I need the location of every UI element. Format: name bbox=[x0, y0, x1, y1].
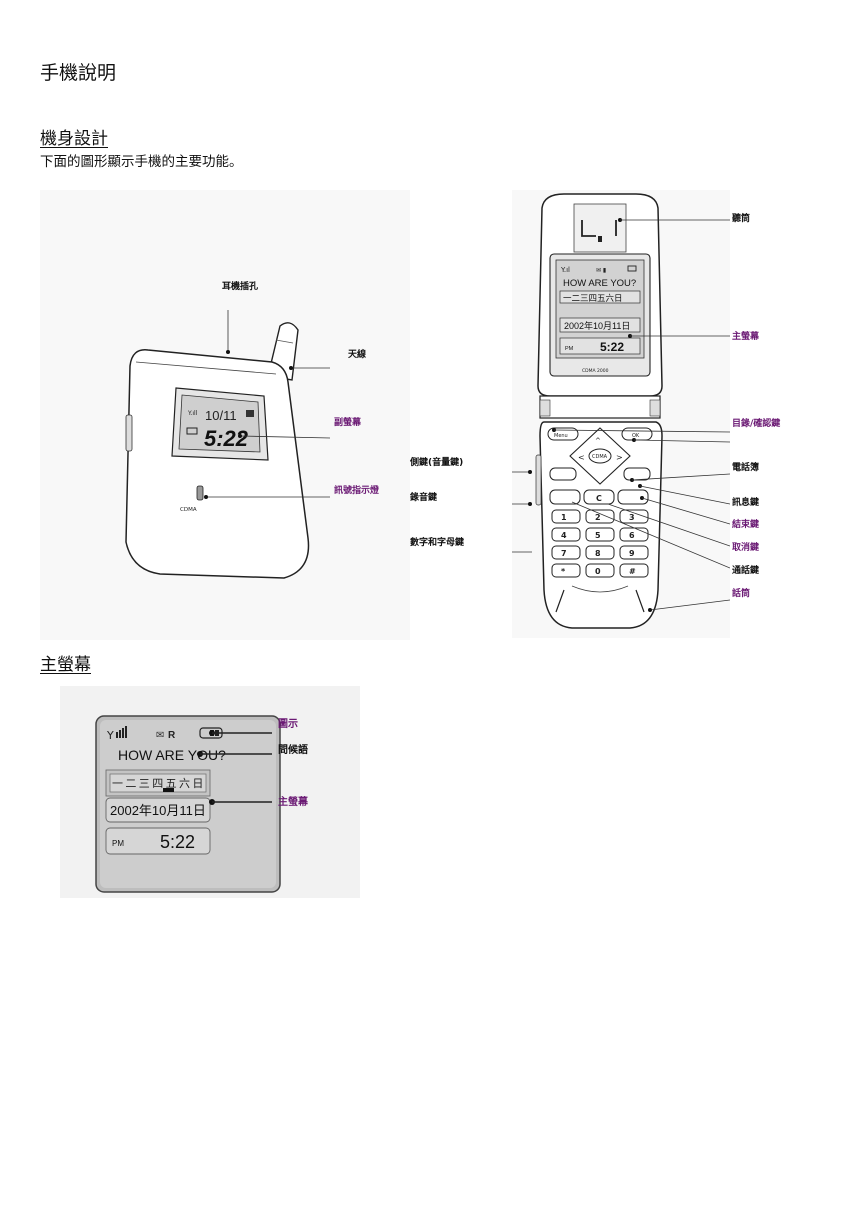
label-greeting: 問候語 bbox=[278, 745, 308, 756]
keypad-key-label: 1 bbox=[561, 513, 567, 522]
keypad-key-1-1 bbox=[585, 527, 615, 542]
page-title: 手機說明 bbox=[40, 62, 117, 84]
signal-light bbox=[196, 485, 204, 501]
keypad-key-3-0 bbox=[551, 563, 581, 578]
open-phone-illustration: Y.ıl ✉ ▮ HOW ARE YOU? 一二三四五六日 2002年10月11… bbox=[512, 190, 730, 638]
keypad-key-0-0 bbox=[551, 509, 581, 524]
weekday-0: 一 bbox=[112, 777, 123, 790]
label-message: 訊息鍵 bbox=[732, 498, 760, 508]
label-earphone: 耳機插孔 bbox=[222, 282, 259, 292]
weekday-6: 日 bbox=[192, 777, 203, 790]
open-ampm: PM bbox=[565, 346, 574, 352]
label-sub-screen: 副螢幕 bbox=[334, 418, 362, 428]
keypad-key-label: 4 bbox=[561, 531, 567, 540]
today-marker bbox=[163, 788, 174, 792]
ampm-text: PM bbox=[112, 839, 124, 848]
greeting-text: HOW ARE YOU? bbox=[118, 747, 226, 763]
keypad-key-label: 6 bbox=[629, 531, 635, 540]
center-key: CDMA bbox=[592, 454, 608, 460]
label-signal-light: 訊號指示燈 bbox=[334, 486, 380, 496]
keypad-key-label: 7 bbox=[561, 549, 567, 558]
open-weekdays: 一二三四五六日 bbox=[563, 293, 623, 304]
envelope-icon: ✉ bbox=[156, 730, 164, 741]
time-text: 5:22 bbox=[160, 832, 195, 852]
keypad-key-label: 5 bbox=[595, 531, 601, 540]
label-cancel: 取消鍵 bbox=[732, 543, 760, 553]
keypad: 1 2 3 4 5 6 7 8 9 * 0 # bbox=[551, 509, 649, 578]
label-menu-ok: 目錄/確認鍵 bbox=[732, 419, 781, 429]
label-number-keys: 數字和字母鍵 bbox=[410, 538, 465, 548]
svg-text:<: < bbox=[578, 453, 585, 462]
signal-icon: Y.ıll bbox=[187, 410, 198, 417]
keypad-key-2-2 bbox=[619, 545, 649, 560]
keypad-key-2-0 bbox=[551, 545, 581, 560]
keypad-key-label: * bbox=[561, 567, 566, 576]
weekday-4: 五 bbox=[166, 777, 177, 790]
keypad-key-label: 8 bbox=[595, 549, 601, 558]
battery-icon bbox=[186, 427, 198, 435]
label-main-screen-2: 主螢幕 bbox=[278, 797, 308, 808]
keypad-key-label: # bbox=[629, 567, 636, 576]
sub-screen-date: 10/11 bbox=[205, 408, 237, 423]
weekday-3: 四 bbox=[152, 777, 163, 790]
keypad-key-2-1 bbox=[585, 545, 615, 560]
open-phone-left-leaders bbox=[512, 470, 532, 553]
menu-key: Menu bbox=[554, 433, 568, 439]
c-key: C bbox=[596, 494, 602, 503]
keypad-key-0-1 bbox=[585, 509, 615, 524]
hinge bbox=[539, 395, 661, 419]
label-main-screen: 主螢幕 bbox=[732, 332, 760, 342]
closed-brand: CDMA bbox=[180, 507, 197, 513]
label-send: 通話鍵 bbox=[732, 566, 760, 576]
section-heading-screen: 主螢幕 bbox=[40, 655, 91, 675]
weekday-row: 一二三四五六日 bbox=[112, 777, 203, 790]
phone-body-closed bbox=[125, 349, 310, 579]
section-intro: 下面的圖形顯示手機的主要功能。 bbox=[40, 154, 243, 170]
svg-text:^: ^ bbox=[595, 437, 601, 445]
weekday-5: 六 bbox=[179, 777, 190, 790]
open-greeting: HOW ARE YOU? bbox=[563, 278, 636, 289]
label-antenna: 天線 bbox=[348, 350, 367, 360]
main-screen-illustration: Y ✉ R HOW ARE YOU? 一二三四五六日 2002年10月11日 P… bbox=[60, 686, 360, 898]
open-brand: CDMA 2000 bbox=[582, 368, 609, 374]
label-scroll-keys: 側鍵(音量鍵) bbox=[410, 458, 464, 468]
weekday-2: 三 bbox=[139, 777, 150, 790]
open-time: 5:22 bbox=[600, 340, 624, 354]
label-mic: 話筒 bbox=[732, 589, 751, 599]
keypad-key-label: 9 bbox=[629, 549, 635, 558]
keypad-key-label: 2 bbox=[595, 513, 601, 522]
roaming-icon: R bbox=[168, 730, 176, 741]
keypad-key-3-2 bbox=[619, 563, 649, 578]
weekday-1: 二 bbox=[125, 777, 136, 790]
keypad-key-1-0 bbox=[551, 527, 581, 542]
keypad-key-0-2 bbox=[619, 509, 649, 524]
sub-screen-time: 5:22 bbox=[204, 426, 249, 451]
section-heading-design: 機身設計 bbox=[40, 129, 108, 149]
svg-text:✉ ▮: ✉ ▮ bbox=[596, 267, 606, 274]
svg-text:Y.ıl: Y.ıl bbox=[560, 266, 570, 274]
keypad-key-label: 3 bbox=[629, 513, 635, 522]
closed-phone-illustration: Y.ıll 10/11 5:22 CDMA bbox=[40, 190, 410, 640]
label-icons: 圖示 bbox=[278, 719, 298, 730]
label-record-key: 錄音鍵 bbox=[410, 493, 438, 503]
label-phonebook: 電話簿 bbox=[732, 463, 760, 473]
open-date: 2002年10月11日 bbox=[564, 320, 630, 331]
signal-icon: Y bbox=[106, 729, 114, 742]
keypad-key-3-1 bbox=[585, 563, 615, 578]
date-text: 2002年10月11日 bbox=[110, 803, 206, 818]
label-earpiece: 聽筒 bbox=[732, 214, 751, 224]
svg-text:>: > bbox=[616, 453, 623, 462]
label-end: 結束鍵 bbox=[732, 520, 760, 530]
keypad-key-label: 0 bbox=[595, 567, 601, 576]
ok-key: OK bbox=[632, 433, 640, 439]
